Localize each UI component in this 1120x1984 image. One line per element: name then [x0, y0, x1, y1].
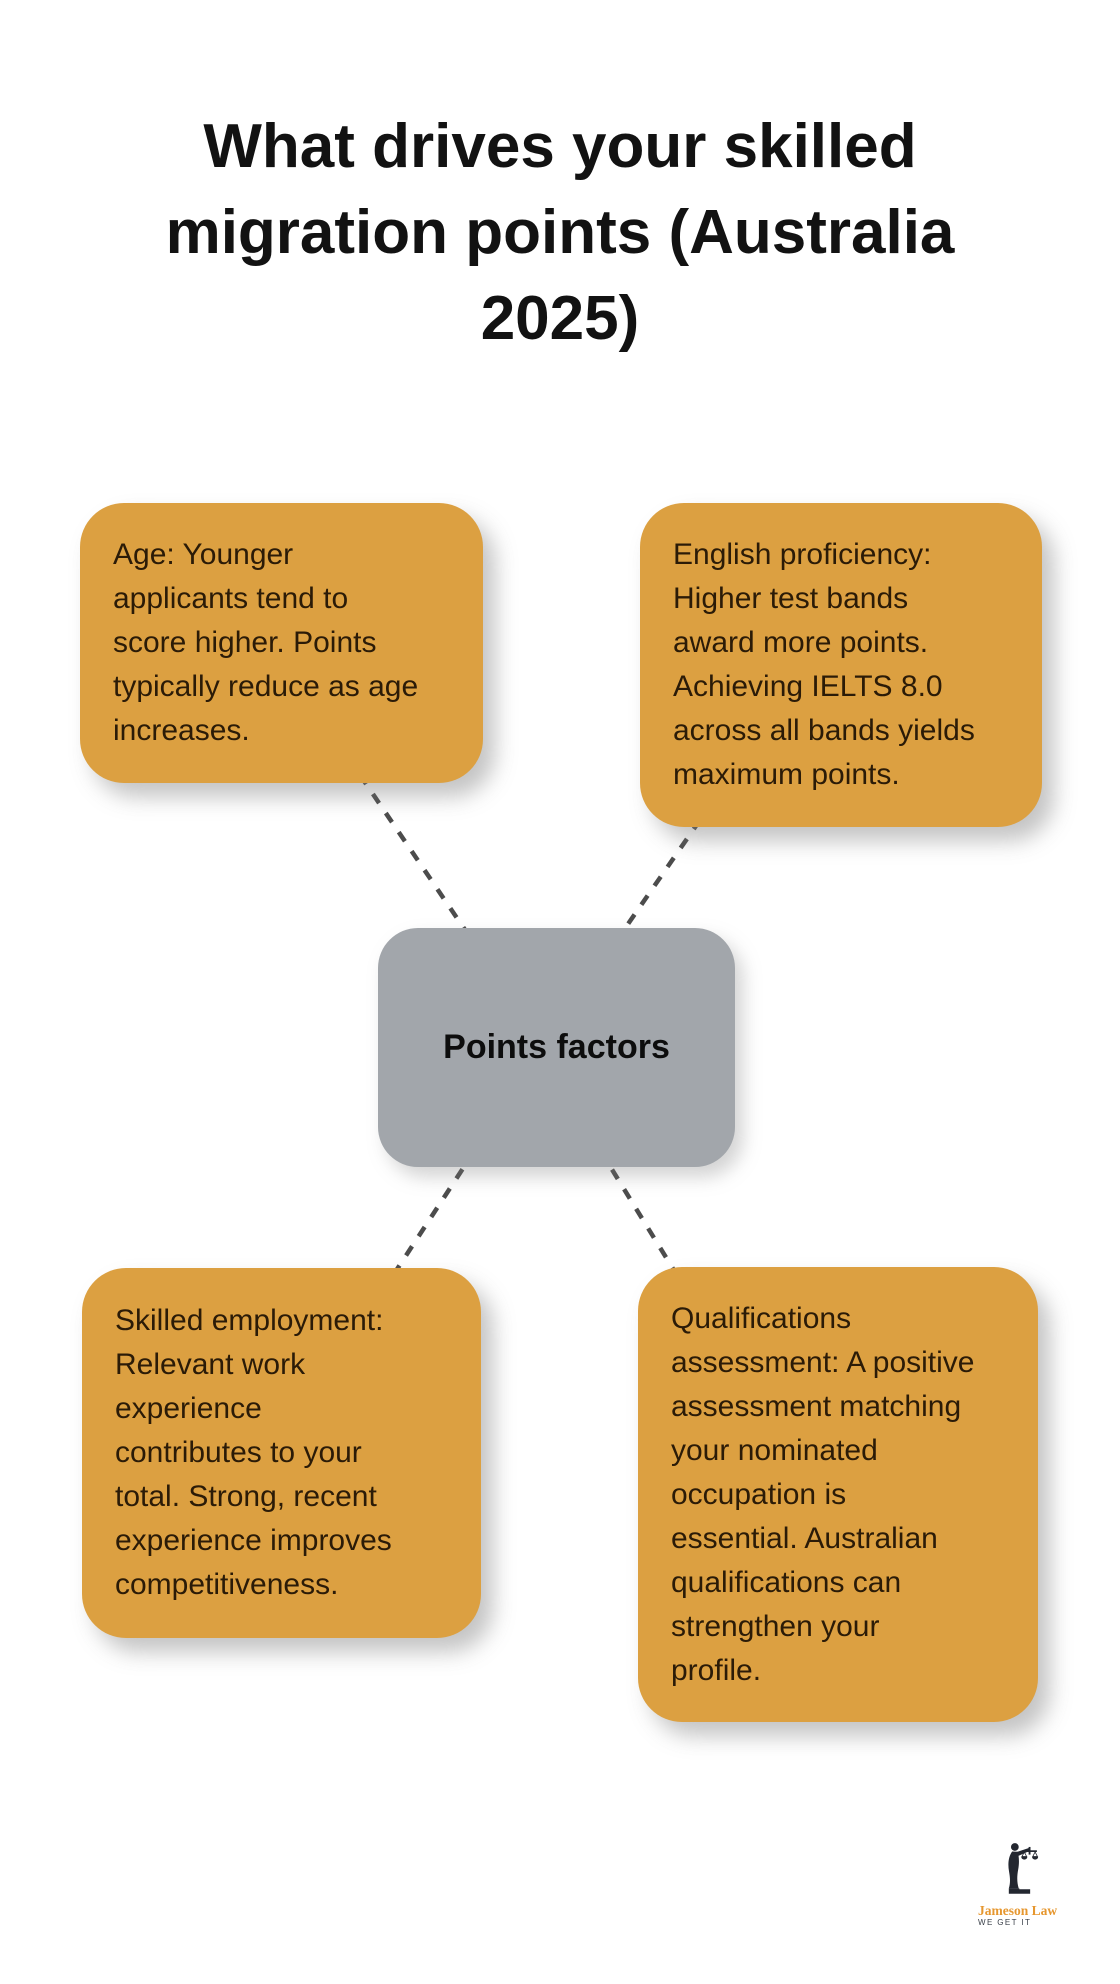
- text-line: assessment matching: [671, 1389, 962, 1423]
- factor-box-skilled-employment: Skilled employment: Relevant work experien…: [82, 1268, 481, 1638]
- text-line: Age: Younger: [113, 538, 294, 571]
- text-line: your nominated: [671, 1433, 878, 1467]
- text-line: competitiveness.: [115, 1568, 339, 1601]
- text-line: experience improves: [115, 1524, 392, 1557]
- jameson-law-logo: Jameson Law WE GET IT: [978, 1841, 1058, 1928]
- text-line: award more points.: [673, 626, 929, 659]
- lady-justice-scales-icon: [1008, 1843, 1039, 1894]
- factor-box-english-proficiency: English proficiency: Higher test bands awa…: [640, 503, 1042, 827]
- center-node-label: Points factors: [443, 1028, 670, 1066]
- text-line: applicants tend to: [113, 582, 349, 615]
- text-line: Higher test bands: [673, 582, 909, 615]
- text-line: across all bands yields: [673, 714, 975, 747]
- logo-tagline-text: WE GET IT: [978, 1918, 1032, 1927]
- connector-line-english-proficiency: [608, 818, 702, 952]
- text-line: Relevant work: [115, 1348, 306, 1381]
- text-line: qualifications can: [671, 1565, 902, 1599]
- text-line: assessment: A positive: [671, 1345, 975, 1379]
- text-line: contributes to your: [115, 1436, 362, 1469]
- text-line: profile.: [671, 1653, 762, 1687]
- logo-icon-wrap: [978, 1841, 1058, 1902]
- text-line: occupation is: [671, 1477, 847, 1511]
- text-line: Achieving IELTS 8.0: [673, 670, 943, 703]
- text-line: Qualifications: [671, 1301, 852, 1335]
- factor-box-qualifications-assessment: Qualifications assessment: A positive asse…: [638, 1267, 1038, 1722]
- text-line: Skilled employment:: [115, 1304, 384, 1337]
- text-line: maximum points.: [673, 758, 900, 791]
- logo-brand-text: Jameson Law: [978, 1903, 1058, 1918]
- factor-box-age: Age: Younger applicants tend to score high…: [80, 503, 483, 783]
- text-line: total. Strong, recent: [115, 1480, 377, 1513]
- page-title: What drives your skilled migration points…: [0, 104, 1120, 362]
- text-line: What drives your skilled: [203, 112, 917, 181]
- text-line: increases.: [113, 714, 250, 747]
- text-line: 2025): [480, 284, 640, 353]
- text-line: score higher. Points: [113, 626, 377, 659]
- text-line: migration points (Australia: [165, 198, 955, 267]
- text-line: strengthen your: [671, 1609, 880, 1643]
- center-node-points-factors: Points factors: [378, 928, 735, 1167]
- text-line: English proficiency:: [673, 538, 932, 571]
- text-line: typically reduce as age: [113, 670, 419, 703]
- text-line: essential. Australian: [671, 1521, 938, 1555]
- connector-line-qualifications-assessment: [598, 1148, 685, 1287]
- connector-line-age: [358, 773, 482, 954]
- text-line: experience: [115, 1392, 262, 1425]
- connector-line-skilled-employment: [388, 1148, 477, 1282]
